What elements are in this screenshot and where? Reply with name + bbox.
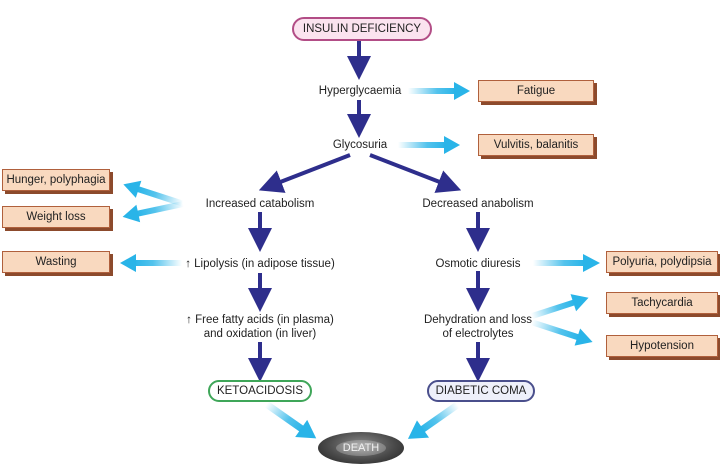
symptom-box-tachycardia: Tachycardia	[606, 292, 718, 314]
symptom-box-hunger-polyphagia: Hunger, polyphagia	[2, 169, 110, 191]
node-dehydration: Dehydration and loss of electrolytes	[398, 313, 558, 341]
symptom-arrow-hunger	[123, 180, 184, 207]
symptom-arrow-fatigue	[408, 82, 470, 100]
symptom-box-vulvitis-balanitis: Vulvitis, balanitis	[478, 134, 594, 156]
symptom-arrow-weight-loss	[122, 200, 184, 223]
node-hyperglycaemia: Hyperglycaemia	[318, 85, 402, 97]
node-lipolysis: ↑ Lipolysis (in adipose tissue)	[185, 258, 335, 270]
symptom-box-hypotension: Hypotension	[606, 335, 718, 357]
node-insulin-deficiency: INSULIN DEFICIENCY	[292, 17, 432, 41]
node-free-fatty-acids-line2: and oxidation (in liver)	[203, 328, 317, 340]
symptom-box-polyuria-polydipsia: Polyuria, polydipsia	[606, 251, 718, 273]
symptom-arrow-hypotension	[530, 319, 593, 346]
arrow-coma-to-death	[407, 402, 460, 439]
symptom-box-weight-loss: Weight loss	[2, 206, 110, 228]
arrow-glycosuria-to-catabolism	[258, 153, 351, 193]
symptom-arrow-tachycardia	[530, 294, 589, 320]
symptom-box-wasting: Wasting	[2, 251, 110, 273]
node-osmotic-diuresis: Osmotic diuresis	[435, 258, 521, 270]
node-ketoacidosis: KETOACIDOSIS	[208, 380, 312, 402]
node-dehydration-line1: Dehydration and loss	[423, 314, 533, 326]
node-free-fatty-acids-line1: ↑ Free fatty acids (in plasma)	[186, 314, 334, 326]
node-death-label: DEATH	[336, 440, 386, 456]
symptom-box-fatigue: Fatigue	[478, 80, 594, 102]
arrow-glycosuria-to-anabolism	[369, 153, 462, 193]
node-increased-catabolism: Increased catabolism	[205, 198, 315, 210]
symptom-arrow-polyuria	[533, 254, 600, 272]
node-glycosuria: Glycosuria	[332, 139, 388, 151]
arrow-ketoacidosis-to-death	[264, 401, 317, 439]
node-death: DEATH	[318, 432, 404, 464]
node-free-fatty-acids: ↑ Free fatty acids (in plasma) and oxida…	[165, 313, 355, 341]
symptom-arrow-wasting	[120, 254, 182, 272]
node-diabetic-coma: DIABETIC COMA	[427, 380, 535, 402]
node-dehydration-line2: of electrolytes	[442, 328, 514, 340]
node-decreased-anabolism: Decreased anabolism	[422, 198, 534, 210]
symptom-arrow-vulvitis	[398, 136, 460, 154]
